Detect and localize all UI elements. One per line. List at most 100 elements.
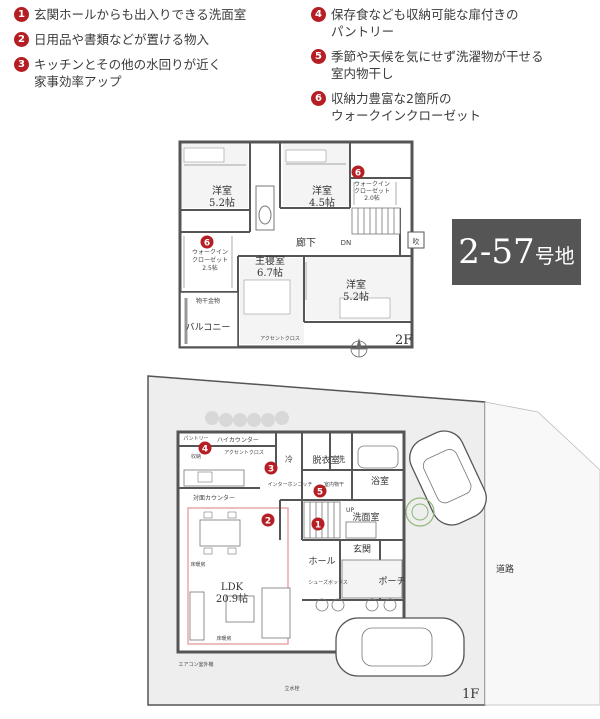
porch-floor bbox=[341, 559, 403, 599]
tree-icon bbox=[405, 497, 435, 527]
storage-label: 収納 bbox=[191, 453, 201, 460]
water-tap-label: 立水栓 bbox=[284, 685, 299, 692]
interphone-label: インターホンニッチ bbox=[267, 481, 312, 488]
washer-label: 洗 bbox=[337, 454, 345, 464]
feature-item-4: 4 保存食なども収納可能な扉付きの パントリー bbox=[311, 6, 596, 40]
marker-badge: 1 bbox=[14, 7, 29, 22]
wic-label: ウォークイン bbox=[354, 180, 390, 188]
feature-text: 玄関ホールからも出入りできる洗面室 bbox=[34, 7, 247, 22]
dressing-room-label: 脱衣室 bbox=[312, 454, 339, 466]
hall-label: ホール bbox=[308, 556, 335, 567]
stairs-2f bbox=[351, 207, 401, 235]
marker-4 bbox=[198, 441, 212, 455]
marker-3 bbox=[264, 461, 278, 475]
marker-number: 3 bbox=[268, 465, 274, 475]
laundry-hardware-label: 物干金物 bbox=[196, 297, 220, 305]
room-name: 洋室 bbox=[346, 278, 366, 291]
marker-2 bbox=[261, 513, 275, 527]
feature-item-3: 3 キッチンとその他の水回りが近く 家事効率アップ bbox=[14, 56, 284, 90]
feature-text: 季節や天候を気にせず洗濯物が干せる bbox=[331, 49, 544, 64]
chairs bbox=[203, 511, 237, 555]
feature-item-6: 6 収納力豊富な2箇所の ウォークインクローゼット bbox=[311, 90, 596, 124]
aircon-outdoor-label: エアコン室外機 bbox=[178, 661, 213, 668]
feature-list-left: 1 玄関ホールからも出入りできる洗面室 2 日用品や書類などが置ける物入 3 キ… bbox=[14, 6, 284, 98]
sink-icon bbox=[197, 471, 213, 483]
room-name: LDK bbox=[221, 582, 244, 593]
feature-text: ウォークインクローゼット bbox=[331, 108, 482, 123]
toilet-icon bbox=[258, 205, 272, 225]
feature-text: 家事効率アップ bbox=[34, 74, 122, 89]
room-size: 6.7帖 bbox=[257, 266, 283, 279]
balcony bbox=[179, 291, 239, 348]
kitchen-counter bbox=[183, 469, 245, 487]
niche-box bbox=[407, 231, 425, 249]
high-counter-label: ハイカウンター bbox=[217, 436, 259, 444]
wic-label: ウォークイン bbox=[192, 248, 228, 256]
bed-icon bbox=[183, 147, 225, 163]
floor-label-1f: 1F bbox=[462, 687, 479, 702]
hallway-label: 廊下 bbox=[296, 236, 316, 249]
feature-item-5: 5 季節や天候を気にせず洗濯物が干せる 室内物干し bbox=[311, 48, 596, 82]
feature-list-right: 4 保存食なども収納可能な扉付きの パントリー 5 季節や天候を気にせず洗濯物が… bbox=[311, 6, 596, 132]
bed-icon bbox=[285, 149, 327, 163]
floor-plan-2f: 洋室 5.2帖 洋室 4.5帖 主寝室 6.7帖 洋室 5.2帖 廊下 DN ウ… bbox=[178, 140, 425, 358]
marker-1 bbox=[311, 517, 325, 531]
compass-icon bbox=[350, 338, 368, 358]
hedge bbox=[205, 411, 289, 427]
stairs-up-label: UP bbox=[346, 507, 354, 514]
dining-table-icon bbox=[199, 519, 241, 547]
washroom-label: 洗面室 bbox=[352, 511, 379, 523]
marker-badge: 5 bbox=[311, 49, 326, 64]
bathtub-icon bbox=[357, 445, 399, 469]
pantry-label: パントリー bbox=[183, 436, 208, 442]
room-name: 洋室 bbox=[312, 184, 332, 197]
floor-heating-label: 床暖房 bbox=[216, 635, 231, 642]
lot-number: 2-57 bbox=[458, 232, 535, 272]
marker-number: 4 bbox=[202, 445, 208, 455]
room-name: 主寝室 bbox=[255, 254, 285, 267]
road-label: 道路 bbox=[496, 563, 514, 575]
tv-board-icon bbox=[189, 591, 205, 641]
room-size: 20.9帖 bbox=[216, 592, 248, 605]
feature-item-2: 2 日用品や書類などが置ける物入 bbox=[14, 31, 284, 48]
feature-text: 保存食なども収納可能な扉付きの bbox=[331, 7, 519, 22]
bicycle-icon bbox=[315, 598, 397, 612]
feature-text: 室内物干し bbox=[331, 66, 394, 81]
washbasin-icon bbox=[345, 521, 377, 539]
marker-badge: 6 bbox=[311, 91, 326, 106]
wic-label: クローゼット bbox=[192, 256, 228, 264]
bath-label: 浴室 bbox=[371, 475, 389, 487]
marker-number: 6 bbox=[204, 239, 210, 249]
wic-label: クローゼット bbox=[354, 187, 390, 195]
balcony-label: バルコニー bbox=[186, 322, 231, 333]
marker-number: 1 bbox=[315, 521, 321, 531]
entrance-label: 玄関 bbox=[353, 543, 371, 555]
floor-label-2f: 2F bbox=[395, 333, 412, 348]
indoor-drying-label: 室内物干 bbox=[324, 481, 344, 488]
road-area bbox=[484, 401, 600, 706]
feature-text: パントリー bbox=[331, 24, 395, 39]
marker-badge: 4 bbox=[311, 7, 326, 22]
feature-text: 日用品や書類などが置ける物入 bbox=[34, 32, 210, 47]
niche-label: 吹 bbox=[413, 237, 420, 246]
car-icon bbox=[335, 617, 465, 677]
tree-icon bbox=[411, 503, 429, 521]
marker-number: 6 bbox=[355, 169, 361, 179]
marker-number: 2 bbox=[265, 517, 271, 527]
feature-text: キッチンとその他の水回りが近く bbox=[34, 57, 222, 72]
wic-size: 2.0帖 bbox=[364, 194, 380, 202]
accent-cross-label: アクセントクロス bbox=[260, 336, 300, 342]
lot-number-badge: 2-57号地 bbox=[452, 219, 581, 285]
marker-5 bbox=[313, 484, 327, 498]
low-table-icon bbox=[225, 595, 255, 623]
floor-heating-zone bbox=[187, 507, 289, 645]
room-size: 5.2帖 bbox=[209, 196, 235, 209]
stairs-down-label: DN bbox=[341, 239, 352, 247]
shoes-box-label: シューズボックス bbox=[308, 579, 348, 586]
floor-plan-1f: LDK 20.9帖 洗面室 脱衣室 浴室 ホール 玄関 ポーチ 道路 パントリー… bbox=[147, 375, 600, 706]
accent-cross-label: アクセントクロス bbox=[224, 450, 264, 456]
feature-item-1: 1 玄関ホールからも出入りできる洗面室 bbox=[14, 6, 284, 23]
room-size: 4.5帖 bbox=[309, 196, 335, 209]
sofa-icon bbox=[261, 587, 291, 639]
